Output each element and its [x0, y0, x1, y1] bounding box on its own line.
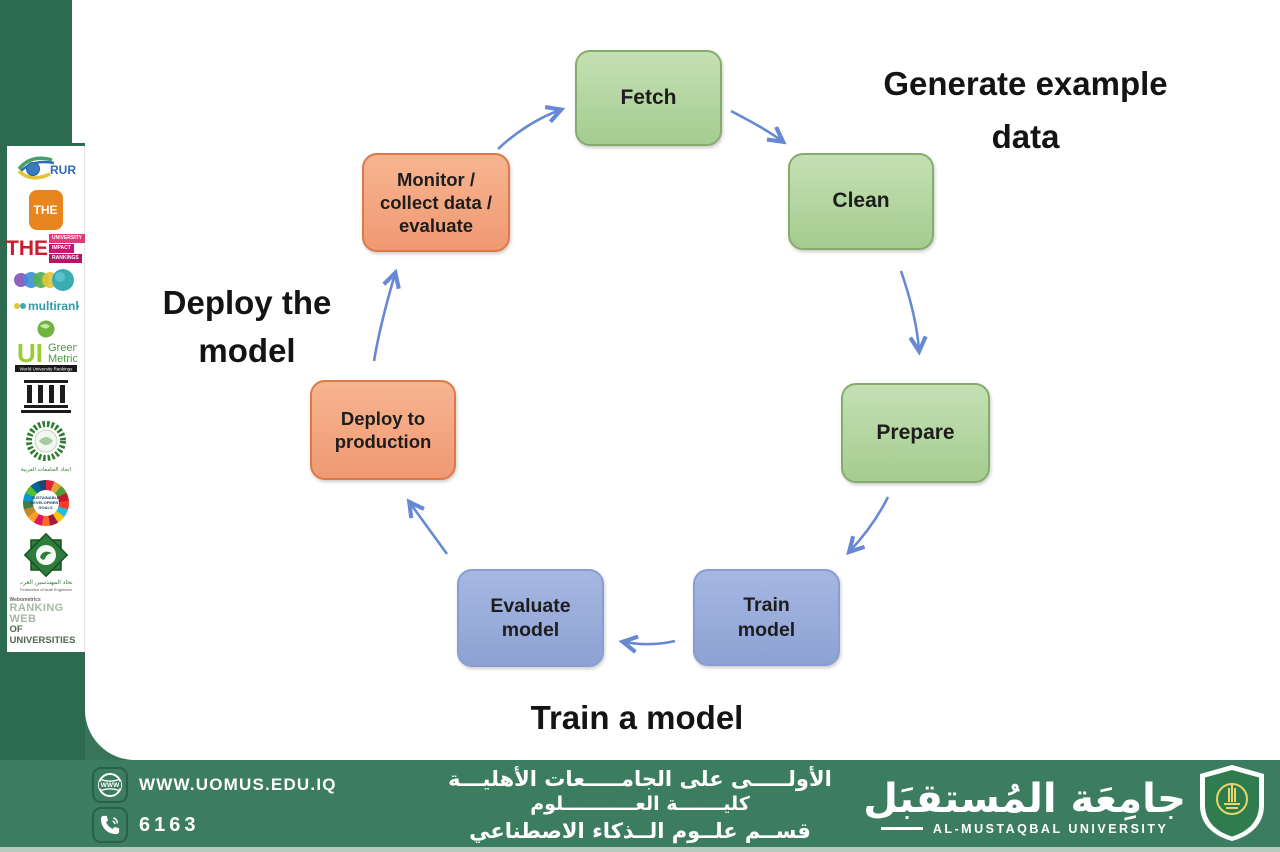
greenmetric-ui-text: UI — [17, 338, 43, 368]
node-clean: Clean — [788, 153, 934, 250]
arab-universities-caption: اتحاد الجامعات العربية — [21, 467, 71, 473]
tagline-line1: الأولـــــى على الجامـــــعات الأهليـــة — [448, 767, 832, 791]
arrow-monitor-to-fetch — [497, 105, 566, 150]
node-prepare: Prepare — [841, 383, 990, 483]
svg-text:WWW: WWW — [101, 782, 120, 789]
arab-engineers-federation-logo: اتحاد المهندسين العرب Federation of Arab… — [20, 531, 72, 593]
webometrics-line1: RANKING WEB — [9, 602, 64, 626]
node-train-model: Train model — [693, 569, 840, 666]
greenmetric-caption: World University Rankings — [19, 367, 72, 372]
arrow-clean-to-prepare — [899, 270, 928, 356]
sdg-wheel-logo: SUSTAINABLE DEVELOPMENT GOALS — [22, 479, 69, 526]
node-monitor-collect-evaluate: Monitor / collect data / evaluate — [362, 153, 510, 252]
multirank-logo-text: multirank — [28, 299, 79, 313]
webometrics-logo: Webometrics RANKING WEB OF UNIVERSITIES — [10, 597, 82, 647]
university-name-arabic: جامِعَة المُستقبَل — [863, 775, 1186, 822]
arab-universities-union-logo: اتحاد الجامعات العربية — [21, 419, 71, 475]
impact-the-text: THE — [6, 237, 48, 261]
website-text: WWW.UOMUS.EDU.IQ — [139, 775, 337, 794]
footer-tagline: الأولـــــى على الجامـــــعات الأهليـــة… — [420, 765, 860, 846]
university-columns-icon — [19, 377, 73, 415]
green-corner-block — [0, 0, 72, 143]
the-logo-text: THE — [28, 189, 63, 230]
tagline-line3: قســم علــوم الــذكاء الاصطناعي — [469, 819, 811, 844]
the-logo: THE — [28, 189, 63, 230]
rur-logo-text: RUR — [50, 163, 76, 177]
greenmetric-metric-text: Metric — [48, 353, 77, 365]
tagline-line2: كليـــــــة العـــــــــــلوم — [530, 793, 750, 816]
globe-www-icon: WWW — [92, 767, 128, 803]
arrow-fetch-to-clean — [730, 109, 787, 145]
university-name: جامِعَة المُستقبَل AL-MUSTAQBAL UNIVERSI… — [863, 776, 1186, 836]
footer: WWW WWW.UOMUS.EDU.IQ 6163 الأولـــــى عل… — [0, 760, 1280, 852]
impact-bars: UNIVERSITY IMPACT RANKINGS — [49, 234, 86, 264]
node-fetch: Fetch — [575, 50, 722, 146]
footer-contact: WWW WWW.UOMUS.EDU.IQ 6163 — [92, 767, 337, 847]
rur-logo: RUR — [16, 151, 76, 185]
webometrics-line2: OF UNIVERSITIES — [9, 624, 76, 646]
phone-row: 6163 — [92, 807, 337, 843]
rankings-logo-sidebar: RUR THE THE UNIVERSITY IMPACT RANKINGS m… — [6, 146, 86, 652]
arrow-train-to-evaluate — [618, 634, 676, 654]
phone-icon — [92, 807, 128, 843]
university-name-english: AL-MUSTAQBAL UNIVERSITY — [863, 822, 1186, 836]
impact-bar-impact: IMPACT — [49, 244, 74, 254]
stage-label-generate-example-data: Generate example data — [883, 65, 1168, 155]
ui-greenmetric-logo: UI Green Metric World University Ranking… — [14, 320, 77, 373]
arrow-deploy-to-monitor — [372, 268, 401, 362]
university-shield-logo — [1196, 763, 1268, 848]
impact-bar-rankings: RANKINGS — [49, 254, 82, 264]
stage-label-deploy-the-model: Deploy the model — [162, 284, 332, 369]
arab-engineers-subcaption: Federation of Arab Engineers — [20, 587, 72, 592]
arab-engineers-caption: اتحاد المهندسين العرب — [20, 579, 72, 586]
multirank-logo: multirank — [13, 268, 79, 316]
greenmetric-green-text: Green — [48, 342, 77, 354]
arrow-evaluate-to-deploy — [406, 498, 449, 555]
phone-text: 6163 — [139, 813, 200, 836]
node-deploy-to-production: Deploy to production — [310, 380, 456, 480]
sdg-wheel-caption: SUSTAINABLE DEVELOPMENT GOALS — [30, 489, 61, 516]
the-impact-rankings-logo: THE UNIVERSITY IMPACT RANKINGS — [6, 234, 86, 264]
stage-label-train-a-model: Train a model — [530, 699, 744, 736]
arrow-prepare-to-train — [846, 496, 890, 556]
webometrics-pre: Webometrics — [9, 597, 41, 604]
impact-bar-university: UNIVERSITY — [49, 234, 86, 244]
footer-brand: جامِعَة المُستقبَل AL-MUSTAQBAL UNIVERSI… — [863, 763, 1268, 848]
slide-bottom-edge — [0, 847, 1280, 852]
node-evaluate-model: Evaluate model — [457, 569, 604, 667]
website-row: WWW WWW.UOMUS.EDU.IQ — [92, 767, 337, 803]
